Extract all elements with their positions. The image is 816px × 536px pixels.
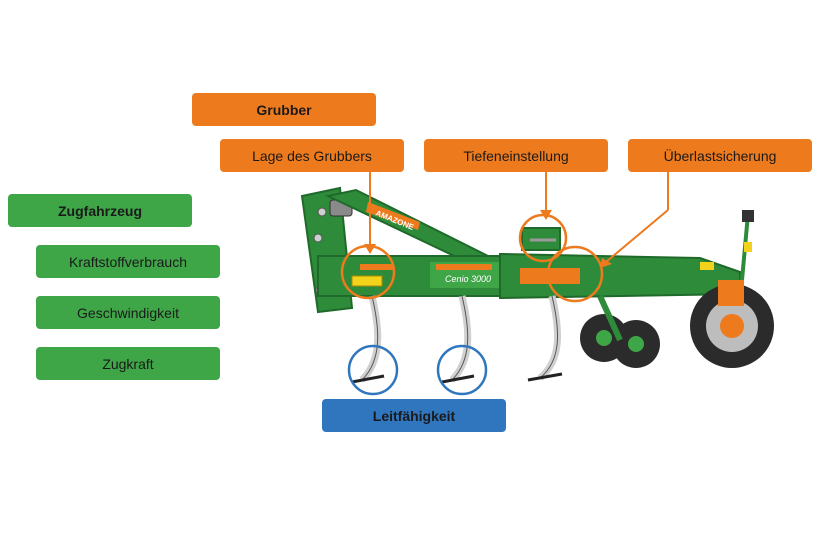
lage-highlight-circle bbox=[340, 244, 396, 300]
leit-highlight-circle-1 bbox=[347, 344, 399, 396]
rear-wheel bbox=[690, 280, 774, 368]
tines bbox=[351, 295, 563, 384]
label-grubber: Grubber bbox=[192, 93, 376, 126]
label-zugkraft: Zugkraft bbox=[36, 347, 220, 380]
label-ueberlastsicherung: Überlastsicherung bbox=[628, 139, 812, 172]
label-leitfaehigkeit: Leitfähigkeit bbox=[322, 399, 506, 432]
model-text: Cenio 3000 bbox=[445, 274, 491, 284]
lighting-post bbox=[740, 210, 754, 281]
label-tiefeneinstellung: Tiefeneinstellung bbox=[424, 139, 608, 172]
label-lage-des-grubbers: Lage des Grubbers bbox=[220, 139, 404, 172]
label-zugfahrzeug: Zugfahrzeug bbox=[8, 194, 192, 227]
label-geschwindigkeit: Geschwindigkeit bbox=[36, 296, 220, 329]
highlight-circles bbox=[340, 213, 604, 396]
ueberlast-highlight-circle bbox=[546, 245, 604, 303]
disc-roller bbox=[580, 294, 660, 368]
label-kraftstoffverbrauch: Kraftstoffverbrauch bbox=[36, 245, 220, 278]
leit-highlight-circle-2 bbox=[436, 344, 488, 396]
main-frame: Cenio 3000 bbox=[317, 227, 741, 300]
tiefe-highlight-circle bbox=[518, 213, 568, 263]
